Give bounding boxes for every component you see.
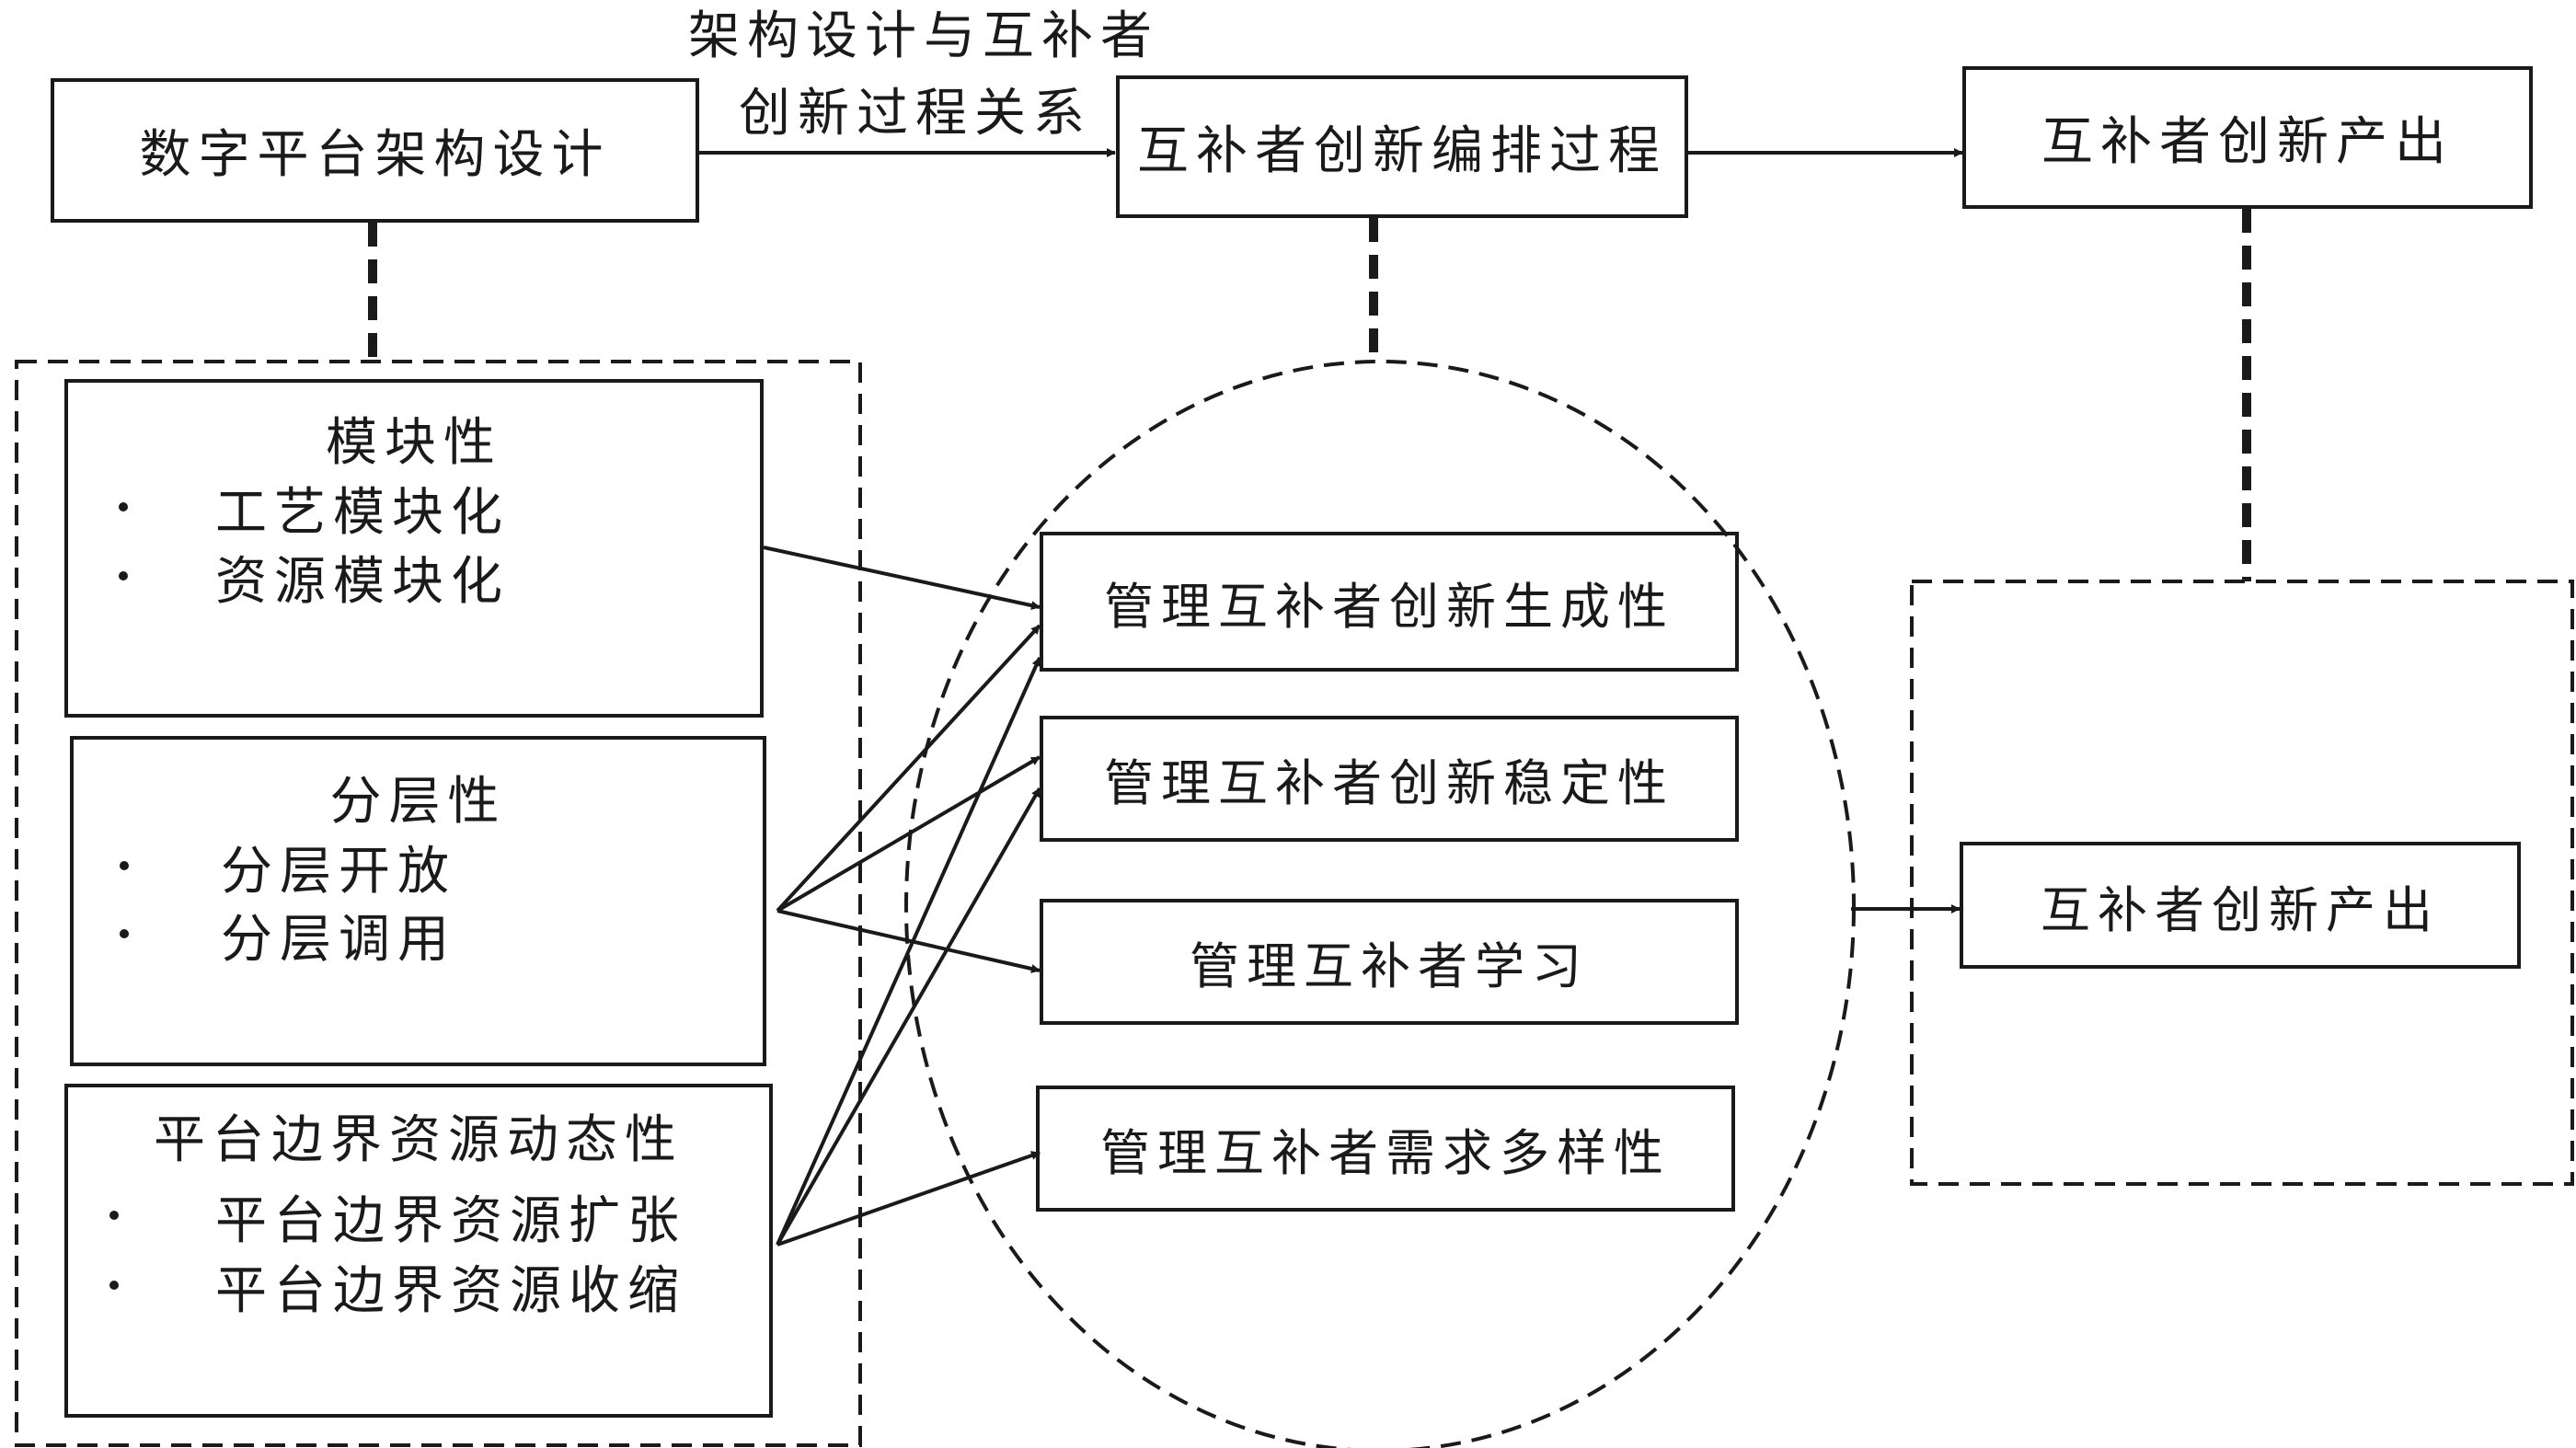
arrow-layering-to-learning [776,909,1041,973]
relation-label-line1: 架构设计与互补者 [688,6,1159,66]
dimension-boundary-resource-box: 平台边界资源动态性 平台边界资源扩张 平台边界资源收缩 [64,1084,773,1418]
process-diversity-box: 管理互补者需求多样性 [1036,1086,1735,1212]
arrow-layering-to-stability [776,755,1041,913]
bullet-dot [109,1281,119,1290]
arrow-modularity-to-generativity [763,546,1041,610]
arrow-boundary-to-diversity [776,1151,1041,1247]
process-learning-box: 管理互补者学习 [1040,899,1739,1025]
bullet-dot [120,929,129,938]
process-stability-box: 管理互补者创新稳定性 [1040,716,1739,842]
bullet-dot [119,571,128,580]
platform-design-box: 数字平台架构设计 [51,78,699,223]
dimension-title: 模块性 [326,413,502,473]
dimension-modularity-box: 模块性 工艺模块化 资源模块化 [64,379,764,718]
processes-ellipse [904,360,1856,1448]
dimension-item: 资源模块化 [215,552,510,612]
bullet-dot [119,502,128,511]
dimension-item: 工艺模块化 [215,483,510,543]
arrow-boundary-to-stability [776,787,1041,1246]
bullet-dot [109,1211,119,1220]
dimension-item: 分层调用 [221,910,456,970]
process-generativity-box: 管理互补者创新生成性 [1040,532,1739,672]
bullet-dot [120,861,129,870]
dimension-item: 平台边界资源收缩 [215,1261,686,1321]
arrow-layering-to-generativity [776,624,1041,913]
dimension-item: 分层开放 [221,842,456,902]
output-box: 互补者创新产出 [1962,66,2533,209]
result-output-box: 互补者创新产出 [1960,842,2521,969]
orchestration-box: 互补者创新编排过程 [1116,75,1688,218]
dimension-title: 平台边界资源动态性 [154,1110,684,1170]
dimension-layering-box: 分层性 分层开放 分层调用 [70,736,766,1066]
relation-label-line2: 创新过程关系 [739,84,1092,144]
dimensions-frame [15,360,862,1447]
dimension-item: 平台边界资源扩张 [215,1191,686,1251]
dimension-title: 分层性 [329,772,507,832]
arrow-boundary-to-generativity [776,657,1041,1246]
